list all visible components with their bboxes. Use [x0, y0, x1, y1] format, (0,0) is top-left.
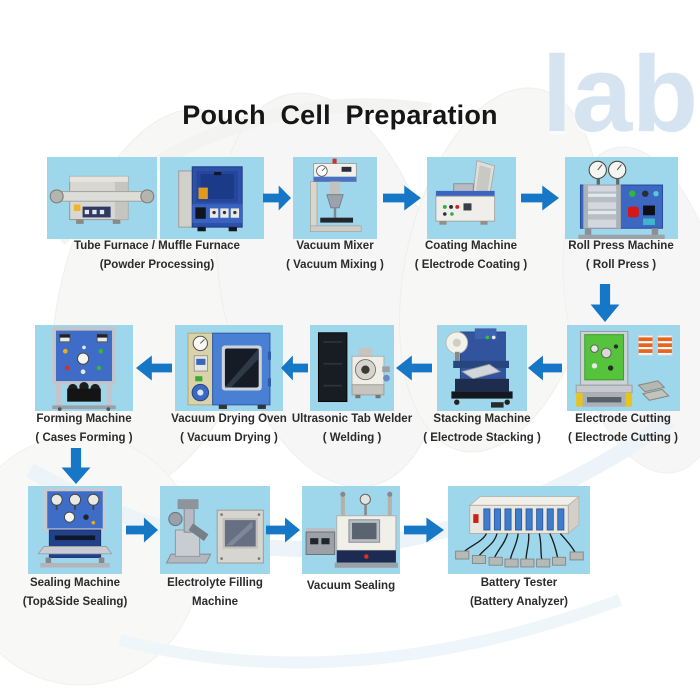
forming-machine-tile — [35, 325, 133, 411]
muffle-furnace-image — [178, 166, 243, 232]
vacuum-sealing-image — [305, 491, 398, 568]
vacuum-drying-oven-image — [187, 332, 271, 409]
step-caption: (Powder Processing) — [99, 259, 215, 271]
step-name: Vacuum Mixer — [296, 240, 374, 252]
tube-furnace-image — [49, 175, 155, 224]
stacking-machine-tile — [437, 325, 527, 411]
roll-press-machine-image — [578, 160, 665, 239]
sealing-machine-tile — [28, 486, 122, 574]
step-label-roll-press: Roll Press Machine ( Roll Press ) — [546, 240, 696, 272]
step-name: Roll Press Machine — [568, 240, 674, 252]
step-label-electrode-cutting: Electrode Cutting ( Electrode Cutting ) — [548, 413, 698, 445]
step-label-forming-machine: Forming Machine ( Cases Forming ) — [9, 413, 159, 445]
muffle-furnace-tile — [160, 157, 264, 239]
coating-machine-image — [435, 160, 496, 225]
electrode-cutting-tile — [567, 325, 680, 411]
tube-furnace-tile — [47, 157, 157, 239]
step-name: Coating Machine — [424, 240, 517, 252]
coating-machine-tile — [427, 157, 516, 239]
step-name: Electrolyte Filling — [167, 577, 263, 589]
step-label-vacuum-mixer: Vacuum Mixer ( Vacuum Mixing ) — [265, 240, 405, 272]
battery-tester-tile — [448, 486, 590, 574]
step-caption: ( Electrode Cutting ) — [568, 432, 678, 444]
step-name: Electrode Cutting — [575, 413, 671, 425]
forming-machine-image — [52, 326, 116, 411]
battery-tester-image — [455, 495, 584, 568]
step-name: Tube Furnace / Muffle Furnace — [74, 240, 240, 252]
step-caption: ( Vacuum Mixing ) — [286, 259, 384, 271]
step-caption: ( Roll Press ) — [585, 259, 657, 271]
step-caption: ( Cases Forming ) — [35, 432, 133, 444]
step-label-stacking-machine: Stacking Machine ( Electrode Stacking ) — [407, 413, 557, 445]
step-label-vacuum-drying-oven: Vacuum Drying Oven ( Vacuum Drying ) — [154, 413, 304, 445]
step-label-electrolyte-filling: Electrolyte Filling Machine — [140, 577, 290, 609]
step-name: Ultrasonic Tab Welder — [291, 413, 413, 425]
vacuum-sealing-tile — [302, 486, 400, 574]
step-caption: (Battery Analyzer) — [470, 596, 568, 608]
vacuum-drying-oven-tile — [175, 325, 283, 411]
step-caption: Machine — [191, 596, 238, 608]
step-name: Vacuum Drying Oven — [171, 413, 287, 425]
ultrasonic-tab-welder-image — [317, 332, 390, 403]
step-caption: ( Electrode Coating ) — [414, 259, 528, 271]
stacking-machine-image — [445, 328, 513, 408]
electrolyte-filling-machine-tile — [160, 486, 270, 574]
ultrasonic-tab-welder-tile — [310, 325, 394, 411]
step-label-furnace: Tube Furnace / Muffle Furnace (Powder Pr… — [32, 240, 282, 272]
step-label-sealing-machine: Sealing Machine (Top&Side Sealing) — [0, 577, 150, 609]
step-caption: (Top&Side Sealing) — [22, 596, 128, 608]
electrolyte-filling-machine-image — [165, 499, 264, 564]
step-name: Vacuum Sealing — [306, 580, 396, 592]
step-label-coating-machine: Coating Machine ( Electrode Coating ) — [396, 240, 546, 272]
step-name: Stacking Machine — [433, 413, 531, 425]
step-caption: ( Vacuum Drying ) — [180, 432, 278, 444]
step-caption: ( Welding ) — [322, 432, 382, 444]
step-name: Sealing Machine — [29, 577, 121, 589]
watermark-lab-text: lab — [541, 33, 698, 154]
page-title: Pouch Cell Preparation — [182, 100, 498, 130]
step-label-vacuum-sealing: Vacuum Sealing — [276, 580, 426, 593]
step-name: Battery Tester — [480, 577, 558, 589]
step-name: Forming Machine — [36, 413, 132, 425]
step-label-battery-tester: Battery Tester (Battery Analyzer) — [444, 577, 594, 609]
vacuum-mixer-tile — [293, 157, 377, 239]
vacuum-mixer-image — [309, 158, 362, 233]
electrode-cutting-image — [575, 330, 673, 407]
step-label-ultrasonic-tab-welder: Ultrasonic Tab Welder ( Welding ) — [277, 413, 427, 445]
step-caption: ( Electrode Stacking ) — [423, 432, 541, 444]
sealing-machine-image — [37, 488, 113, 568]
roll-press-machine-tile — [565, 157, 678, 239]
